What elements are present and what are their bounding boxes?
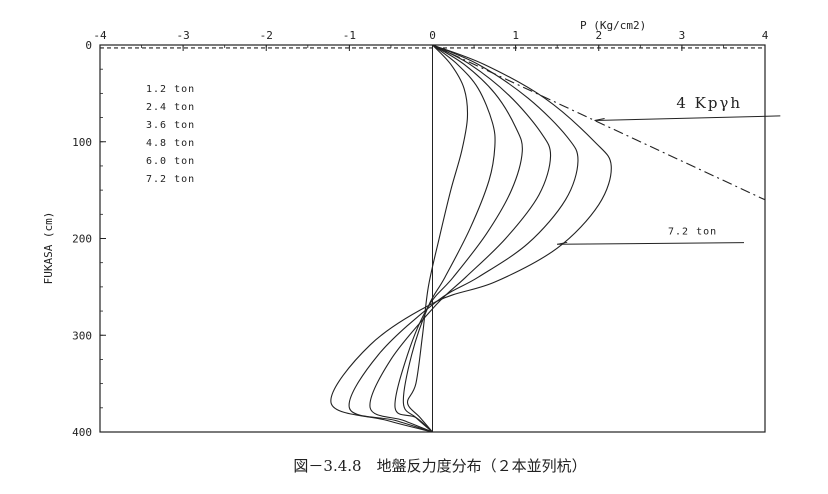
y-tick-label: 400: [72, 426, 92, 439]
annotations: 4 Kpγh 7.2 ton: [557, 94, 781, 245]
legend-entry: 4.8 ton: [146, 138, 195, 149]
figure-caption: 図－3.4.8 地盤反力度分布（２本並列杭）: [293, 457, 586, 475]
x-tick-label: -2: [260, 29, 273, 42]
y-tick-label: 200: [72, 233, 92, 246]
series-line-3: [394, 44, 523, 433]
y-tick-label: 0: [85, 39, 92, 52]
y-tick-label: 300: [72, 329, 92, 342]
x-tick-label: 0: [429, 29, 436, 42]
annotation-leader-line: [594, 115, 781, 121]
y-axis-title: FUKASA (cm): [42, 212, 55, 285]
annotation-7-2-ton: 7.2 ton: [668, 227, 717, 238]
annotation-4kpgh: 4 Kpγh: [676, 94, 742, 112]
axis-ticks: -4 -3 -2 -1 0 1 2 3 4 0 100 200 300 400: [72, 29, 769, 439]
x-tick-label: 2: [595, 29, 602, 42]
plot-frame: [99, 44, 766, 433]
x-tick-label: 3: [679, 29, 686, 42]
series-line-4: [369, 44, 552, 433]
legend-entry: 1.2 ton: [146, 84, 195, 95]
x-tick-label: -1: [343, 29, 356, 42]
x-tick-label: 1: [512, 29, 519, 42]
x-tick-label: 4: [762, 29, 769, 42]
x-tick-label: -3: [177, 29, 190, 42]
legend-entry: 6.0 ton: [146, 156, 195, 167]
y-tick-label: 100: [72, 136, 92, 149]
kp-gamma-h-line: [432, 44, 766, 201]
legend-entry: 3.6 ton: [146, 120, 195, 131]
annotation-arrow-head: [557, 241, 568, 245]
x-axis-title: P (Kg/cm2): [580, 19, 646, 32]
legend: 1.2 ton 2.4 ton 3.6 ton 4.8 ton 6.0 ton 7.2 t…: [146, 84, 195, 185]
legend-entry: 2.4 ton: [146, 102, 195, 113]
series-lines: [330, 44, 612, 433]
annotation-leader-line: [557, 242, 745, 245]
legend-entry: 7.2 ton: [146, 174, 195, 185]
series-line-6: [330, 44, 612, 433]
series-line-2: [402, 44, 496, 433]
x-tick-label: -4: [93, 29, 107, 42]
series-line-5: [348, 44, 579, 433]
annotation-arrow-head: [594, 117, 605, 121]
series-line-1: [407, 44, 469, 433]
reference-lines: [100, 44, 766, 201]
